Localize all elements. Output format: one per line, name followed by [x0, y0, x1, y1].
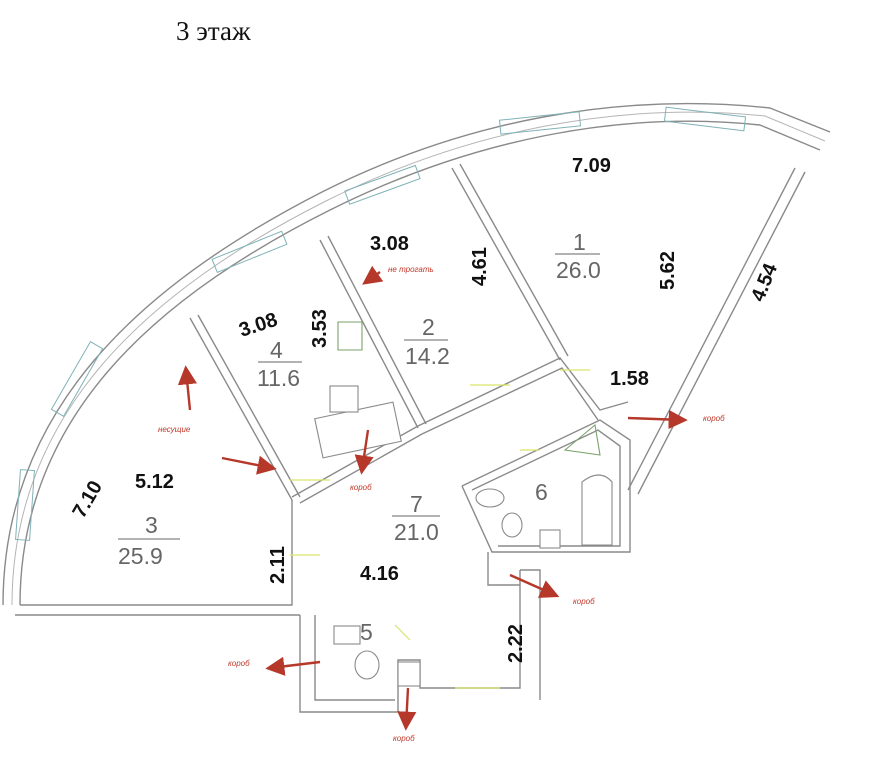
dim-2-11: 2.11: [267, 546, 289, 584]
room-2-number: 2: [422, 314, 435, 340]
room-3-area: 25.9: [118, 543, 163, 569]
room-4-label: 4 11.6: [257, 337, 302, 391]
door-swings: [290, 369, 590, 689]
dim-3-08-top: 3.08: [370, 233, 409, 255]
room-4-number: 4: [270, 337, 283, 363]
exterior-wall: [2, 102, 831, 606]
dim-5-62: 5.62: [657, 251, 679, 290]
dim-2-22: 2.22: [505, 624, 527, 663]
interior-walls: [15, 163, 806, 713]
annotation-notes: не трогать несущие короб короб короб кор…: [158, 265, 725, 743]
dim-4-61: 4.61: [469, 247, 491, 286]
room-5-number: 5: [360, 619, 373, 645]
room-7-label: 7 21.0: [392, 491, 440, 545]
room-2-label: 2 14.2: [404, 314, 450, 369]
room-6-number: 6: [535, 479, 548, 505]
note-korob-1: короб: [350, 483, 372, 492]
windows: [15, 106, 747, 541]
dim-4-54: 4.54: [747, 260, 782, 305]
note-korob-3: короб: [573, 597, 595, 606]
floor-title: 3 этаж: [176, 16, 251, 46]
note-korob-2: короб: [703, 414, 725, 423]
room-3-number: 3: [145, 512, 158, 538]
note-nesushchie: несущие: [158, 425, 191, 434]
room-1-area: 26.0: [556, 257, 601, 283]
room-7-area: 21.0: [394, 519, 439, 545]
room-3-label: 3 25.9: [118, 512, 180, 569]
dim-3-53: 3.53: [309, 309, 331, 348]
dim-7-09: 7.09: [572, 155, 611, 177]
room-6-label: 6: [535, 479, 548, 505]
note-korob-5: короб: [393, 734, 415, 743]
fixtures: [333, 321, 613, 687]
annotation-arrows: [177, 265, 688, 731]
note-ne-trogat: не трогать: [388, 265, 434, 274]
room-2-area: 14.2: [405, 343, 450, 369]
dim-4-16: 4.16: [360, 563, 399, 585]
room-4-area: 11.6: [257, 365, 300, 391]
room-7-number: 7: [410, 491, 423, 517]
room-1-number: 1: [573, 229, 586, 255]
note-korob-4: короб: [228, 659, 250, 668]
dim-1-58: 1.58: [610, 368, 649, 390]
dim-5-12: 5.12: [135, 471, 174, 493]
dimension-labels: 7.09 5.62 4.54 1.58 3.08 4.61 3.08 3.53 …: [69, 155, 783, 663]
room-5-label: 5: [360, 619, 373, 645]
dim-7-10: 7.10: [69, 477, 108, 522]
room-1-label: 1 26.0: [555, 229, 601, 283]
